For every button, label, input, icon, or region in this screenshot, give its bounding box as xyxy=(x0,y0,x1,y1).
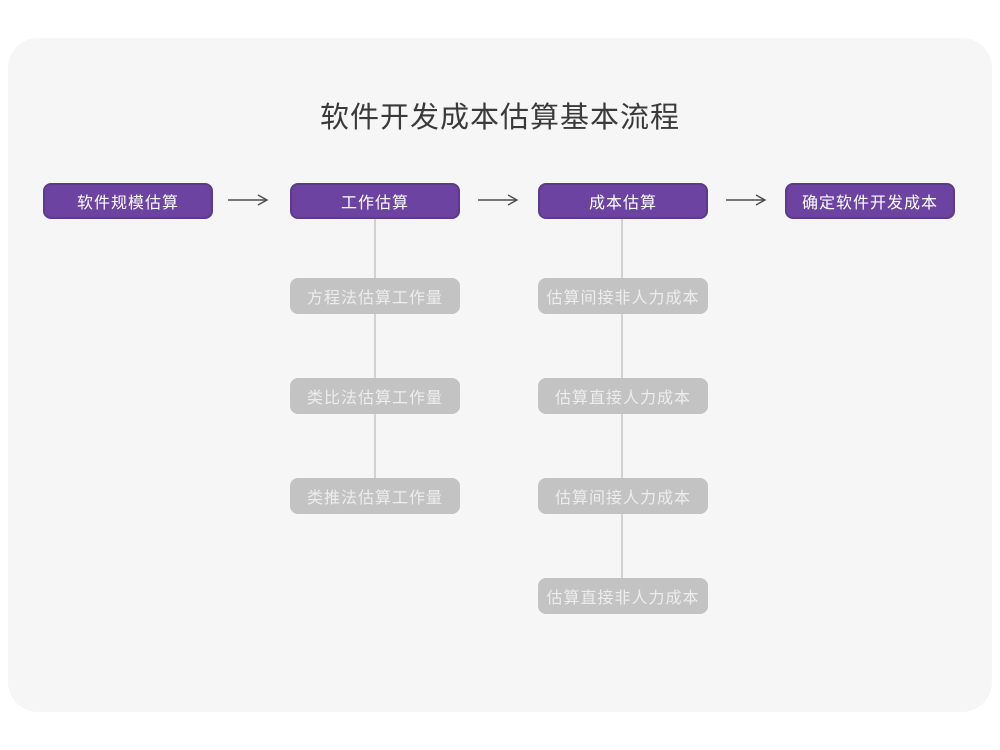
flow-node-work-estimation: 工作估算 xyxy=(290,183,460,219)
substep-node-equation-method: 方程法估算工作量 xyxy=(290,278,460,314)
substep-node-indirect-labor-cost: 估算间接人力成本 xyxy=(538,478,708,514)
flow-node-determine-dev-cost: 确定软件开发成本 xyxy=(785,183,955,219)
right-arrow-icon xyxy=(478,194,519,206)
flow-node-software-scale-estimation: 软件规模估算 xyxy=(43,183,213,219)
diagram-card-background xyxy=(8,38,992,712)
right-arrow-icon xyxy=(726,194,767,206)
substep-node-analogy-method: 类比法估算工作量 xyxy=(290,378,460,414)
substep-node-direct-nonlabor-cost: 估算直接非人力成本 xyxy=(538,578,708,614)
right-arrow-icon xyxy=(228,194,269,206)
diagram-title: 软件开发成本估算基本流程 xyxy=(319,102,680,134)
work-estimation-connector-line xyxy=(374,219,376,496)
substep-node-direct-labor-cost: 估算直接人力成本 xyxy=(538,378,708,414)
substep-node-extrapolation-method: 类推法估算工作量 xyxy=(290,478,460,514)
flow-node-cost-estimation: 成本估算 xyxy=(538,183,708,219)
substep-node-indirect-nonlabor-cost: 估算间接非人力成本 xyxy=(538,278,708,314)
